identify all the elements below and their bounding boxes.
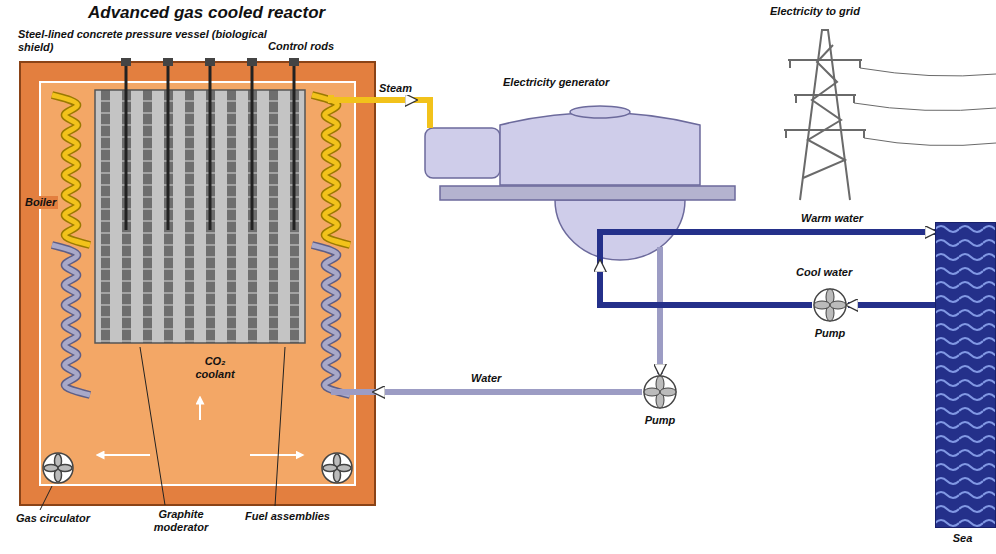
leader-line (40, 347, 285, 510)
pipe-connector (848, 302, 935, 308)
generator-box: Electricity generator (415, 95, 735, 262)
boiler-coil-outline (312, 95, 350, 245)
vessel-cavity (40, 82, 355, 485)
pipe-connector (375, 97, 415, 103)
boiler-coil (312, 245, 350, 395)
control-rod-caps (121, 58, 299, 66)
part-label: Boiler (23, 196, 58, 209)
gas-flow-arrows (100, 400, 300, 455)
concrete-vessel (20, 62, 375, 505)
flow-label: Water (470, 372, 502, 385)
electricity-pylon (784, 30, 996, 200)
condensate-pipe (657, 247, 663, 262)
flow-label: Cool water (795, 266, 853, 279)
turbine-generator (425, 106, 735, 260)
pipe-connector (735, 229, 935, 235)
node-label: Sea (932, 532, 993, 545)
boiler-coil-outline (52, 245, 90, 395)
gas-circulator-symbol (43, 453, 352, 483)
steam-pipe (413, 100, 430, 128)
boiler-coils (52, 95, 350, 395)
feed-water-pipe (331, 389, 375, 395)
flow-label: Steam (378, 82, 413, 95)
pump-symbol: Pump (812, 287, 848, 323)
node-label: Electricity generator (503, 76, 673, 89)
part-label: CO₂ coolant (185, 355, 245, 381)
pump-fan (642, 374, 678, 410)
flow-label: Warm water (800, 212, 864, 225)
condenser-tubes (600, 232, 735, 262)
sea-waves (935, 222, 996, 528)
part-label: Gas circulator (16, 512, 90, 525)
boiler-coil (312, 95, 350, 245)
steam-pipe (331, 95, 375, 100)
part-label: Graphite moderator (145, 508, 217, 534)
pump-symbol: Pump (642, 374, 678, 410)
boiler-coil-outline (52, 95, 90, 245)
pressure-vessel: Steel-lined concrete pressure vessel (bi… (20, 62, 375, 505)
pump-fan (812, 287, 848, 323)
control-rods (126, 62, 294, 230)
boiler-coil (52, 245, 90, 395)
part-label: Control rods (268, 40, 334, 53)
diagram-title: Advanced gas cooled reactor (88, 3, 325, 23)
node-label: Pump (625, 414, 695, 427)
node-label: Pump (795, 327, 865, 340)
sea-block: Sea (935, 222, 996, 528)
pipe-connector (375, 389, 642, 395)
part-label: Electricity to grid (770, 5, 900, 18)
boiler-coil-outline (312, 245, 350, 395)
pipe-connector (600, 262, 812, 305)
boiler-coil (52, 95, 90, 245)
node-label: Steel-lined concrete pressure vessel (bi… (18, 28, 268, 54)
part-label: Fuel assemblies (245, 510, 330, 523)
pipe-connector (657, 262, 663, 374)
